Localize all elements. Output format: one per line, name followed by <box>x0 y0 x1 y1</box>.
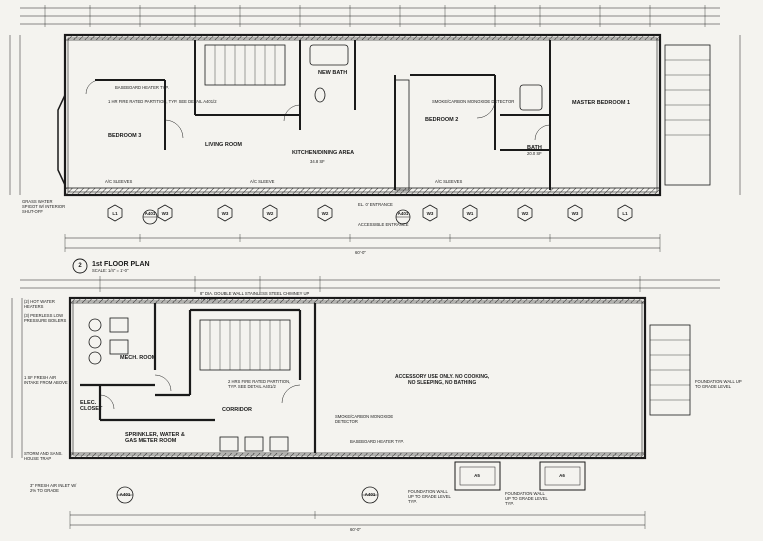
room-label-bath: NEW BATH <box>318 70 348 76</box>
note-entrance: EL. 0' ENTRANCE <box>358 202 393 207</box>
note-fresh-air-intake: 1 SF FRESH AIR INTAKE FROM ABOVE <box>24 375 68 385</box>
kitchen-area-label: 34.8 SF <box>310 159 325 164</box>
plan-title: 1st FLOOR PLAN <box>92 261 150 268</box>
room-label-bedroom3: BEDROOM 3 <box>108 133 142 139</box>
window-tag: W3 <box>221 211 229 216</box>
window-tag: L1 <box>622 211 628 216</box>
window-tag: W2 <box>266 211 274 216</box>
room-label-corridor: CORRIDOR <box>222 407 252 413</box>
room-label-living-room: LIVING ROOM <box>205 142 242 148</box>
window-tag: W3 <box>161 211 169 216</box>
window-tag: A5 <box>474 473 480 478</box>
window-tag: W3 <box>426 211 434 216</box>
note-ac-sleeve-2: A/C SLEEVE <box>250 179 275 184</box>
plan-scale: SCALE: 1/4" = 1'-0" <box>92 268 129 273</box>
note-storm-trap: STORM AND SANS. HOUSE TRAP <box>24 451 63 461</box>
room-label-bedroom2: BEDROOM 2 <box>425 117 459 123</box>
note-smoke-lower: SMOKE/CARBON MONOXIDE DETECTOR <box>335 414 394 424</box>
note-fire-rated-lower: 2 HRS FIRE RATED PARTITION, TYP. SEE DET… <box>228 379 291 389</box>
note-accessory-line-1: ACCESSORY USE ONLY. NO COOKING, <box>395 374 490 380</box>
note-ac-sleeve-1: A/C SLEEVES <box>105 179 133 184</box>
note-baseboard-lower: BASEBOARD HEATER TYP. <box>350 439 404 444</box>
room-label-master-bedroom: MASTER BEDROOM 1 <box>572 100 631 106</box>
note-accessible-entrance: ACCESSIBLE ENTRANCE <box>358 222 409 227</box>
section-tag: A401 <box>397 211 409 216</box>
section-tag: A401 <box>119 492 131 497</box>
note-hose-spigot: GRASS WATER SPIGOT W/ INTERIOR SHUT-OFF <box>22 199 66 214</box>
note-foundation-2: FOUNDATION WALL UP TO GRADE LEVEL TYP. <box>505 491 548 506</box>
upper-plan <box>9 5 741 274</box>
window-tag: A6 <box>559 473 565 478</box>
note-fire-rated-upper: 1 HR FIRE RATED PARTITION, TYP. SEE DETA… <box>108 99 217 104</box>
window-tag: W2 <box>521 211 529 216</box>
bath2-area-label: 20.0 SF <box>527 151 542 156</box>
note-smoke-upper: SMOKE/CARBON MONOXIDE DETECTOR <box>432 99 515 104</box>
note-accessory-line-2: NO SLEEPING, NO BATHING <box>408 379 477 386</box>
upper-overall-dimension: 60'-0" <box>355 250 366 255</box>
note-foundation-3: FOUNDATION WALL UP TO GRADE LEVEL <box>695 379 742 389</box>
lower-overall-dimension: 60'-0" <box>350 527 361 532</box>
room-label-elec: ELEC. CLOSET <box>80 400 103 413</box>
note-baseboard-upper: BASEBOARD HEATER TYP. <box>115 85 169 90</box>
note-accessory-use: ACCESSORY USE ONLY. NO COOKING, NO SLEEP… <box>395 374 490 387</box>
section-tag: A401 <box>364 492 376 497</box>
room-label-sprinkler: SPRINKLER, WATER & GAS METER ROOM <box>125 432 185 445</box>
note-boilers: (3) PEERLESS LOW PRESSURE BOILERS <box>24 313 67 323</box>
note-ac-sleeve-3: A/C SLEEVES <box>435 179 463 184</box>
note-fresh-air-inlet: 3" FRESH AIR INLET W/ 2% TO GRADE <box>30 483 77 493</box>
section-tag: A401 <box>144 211 156 216</box>
plan-title-number: 2 <box>78 263 82 269</box>
window-tag: W2 <box>321 211 329 216</box>
note-chimney: 8" DIA. DOUBLE WALL STAINLESS STEEL CHIM… <box>200 291 310 301</box>
room-label-mech: MECH. ROOM <box>120 355 157 361</box>
lower-plan <box>11 276 720 529</box>
window-tag: W1 <box>466 211 474 216</box>
note-hot-water-heaters: (2) HOT WATER HEATERS <box>24 299 55 309</box>
window-tag: L1 <box>112 211 118 216</box>
room-label-bath2: BATH <box>527 145 542 151</box>
window-tag: W3 <box>571 211 579 216</box>
note-foundation-1: FOUNDATION WALL UP TO GRADE LEVEL TYP. <box>408 489 451 504</box>
room-label-kitchen-dining: KITCHEN/DINING AREA <box>292 150 355 156</box>
